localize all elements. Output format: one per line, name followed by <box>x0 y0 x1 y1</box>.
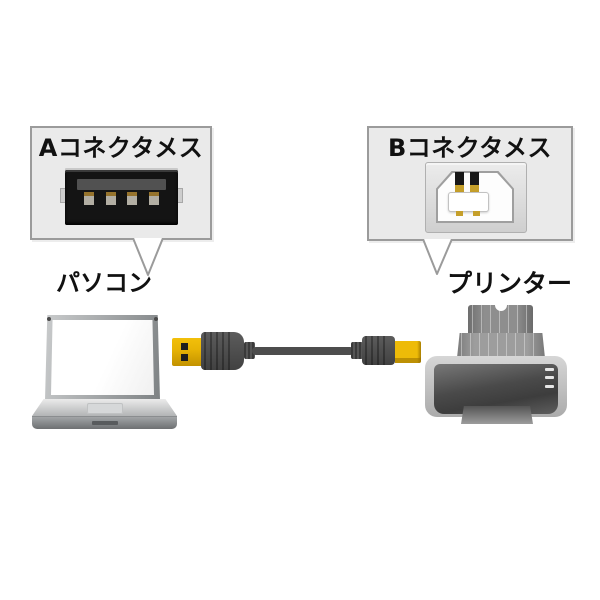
usb-a-plug-contact <box>181 343 188 350</box>
printer-paper-notch <box>494 299 507 311</box>
usb-b-plug-grip-ribs <box>365 336 386 365</box>
laptop-latch <box>91 421 118 425</box>
usb-a-strain-relief <box>244 342 255 359</box>
usb-a-female-port-icon <box>60 168 183 227</box>
printer-output-tray <box>461 406 533 424</box>
printer-paper-support-upper <box>468 299 533 333</box>
computer-illustration <box>30 311 178 431</box>
printer-illustration <box>425 299 567 425</box>
usb-b-female-port-icon <box>425 162 527 233</box>
port-b-center-tab <box>448 192 489 212</box>
printer-indicator <box>545 385 554 388</box>
printer-label: プリンター <box>447 269 573 298</box>
usb-b-strain-relief <box>351 342 363 359</box>
usb-a-plug-housing <box>201 332 244 370</box>
callout-a-pointer <box>132 238 164 276</box>
port-a-pin <box>83 192 94 205</box>
printer-paper-support-ridges <box>461 333 541 358</box>
laptop-hinge-left <box>47 317 51 321</box>
computer-label: パソコン <box>56 269 152 297</box>
port-a-tongue <box>77 179 166 190</box>
usb-cable-line <box>252 347 354 355</box>
port-b-gold-foot-left <box>456 211 463 216</box>
port-b-gold-foot-right <box>473 211 480 216</box>
printer-indicator <box>545 368 554 371</box>
printer-indicator <box>545 376 554 379</box>
usb-b-plug-icon <box>395 341 421 363</box>
printer-paper-support-lower <box>457 333 545 358</box>
usb-b-plug-housing <box>362 336 395 365</box>
callout-a-title: Aコネクタメス <box>38 134 204 162</box>
printer-front-panel <box>434 364 558 414</box>
port-a-pin <box>149 192 160 205</box>
port-b-contact-right <box>470 172 479 193</box>
callout-b-title: Bコネクタメス <box>387 134 553 162</box>
laptop-touchpad <box>87 403 123 414</box>
port-a-metal-edge <box>65 168 178 171</box>
usb-a-plug-icon <box>172 338 201 366</box>
port-b-contact-left <box>455 172 464 193</box>
port-a-shell <box>65 170 178 225</box>
callout-b-pointer <box>422 239 453 275</box>
port-a-pin <box>127 192 138 205</box>
usb-a-plug-grip-ribs <box>204 332 231 370</box>
laptop-hinge-right <box>154 317 158 321</box>
port-a-pin <box>105 192 116 205</box>
laptop-display <box>51 320 154 395</box>
port-a-contact-pins <box>78 192 165 209</box>
laptop-front-edge <box>32 416 177 429</box>
usb-a-plug-contact <box>181 354 188 361</box>
